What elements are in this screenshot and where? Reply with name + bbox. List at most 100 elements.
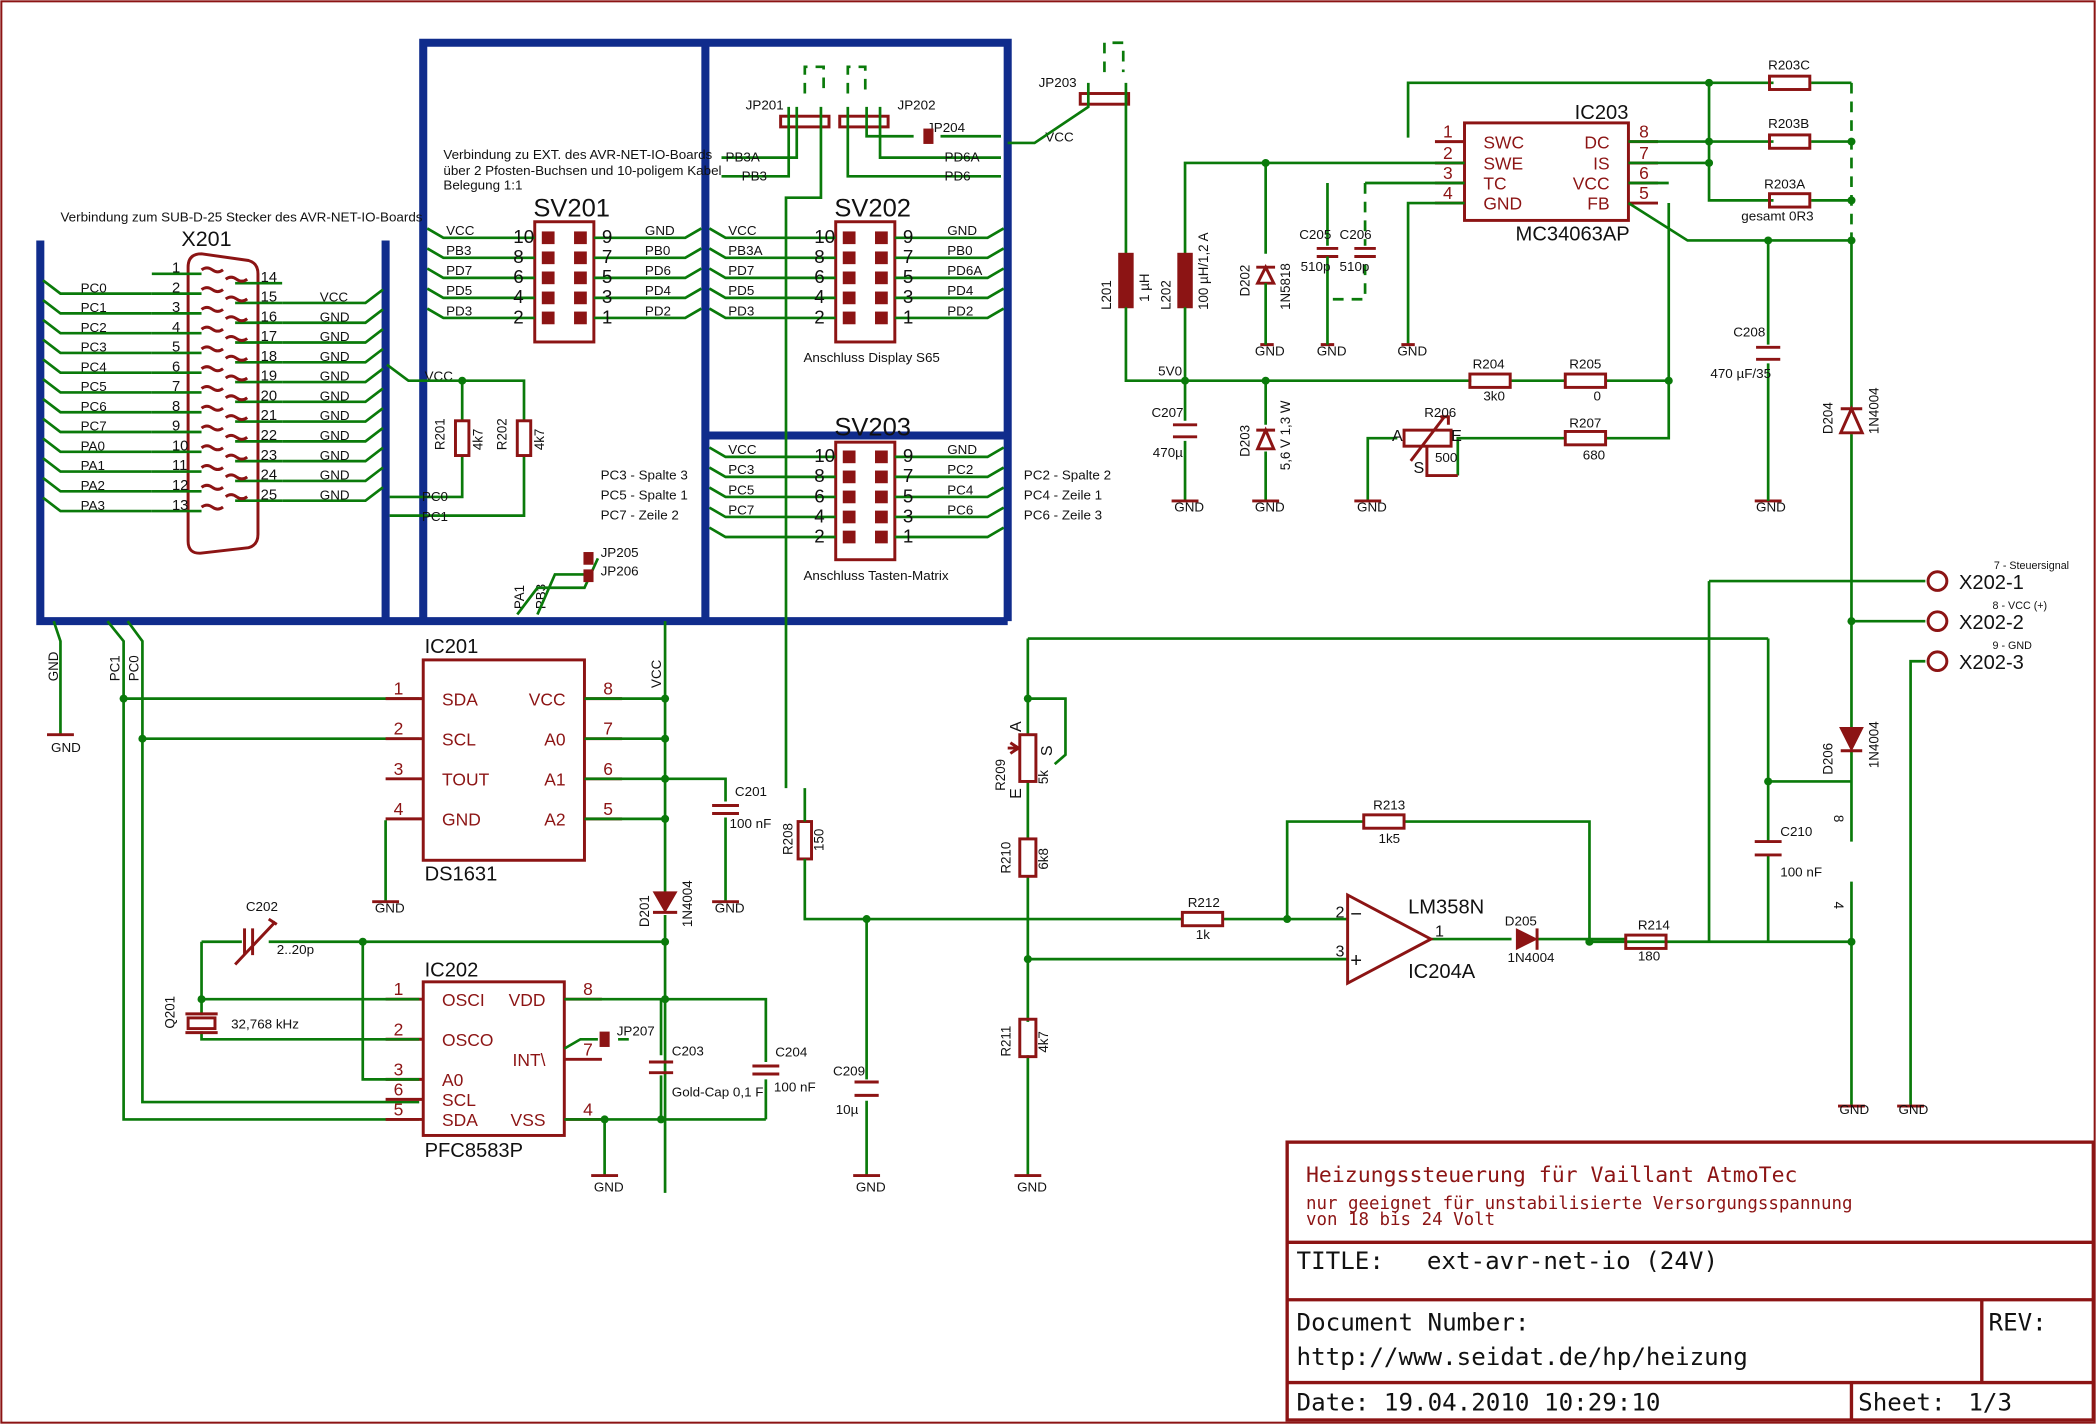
x201-left-net: PC3 <box>81 340 107 355</box>
d201-label: D201 <box>637 895 652 927</box>
sv203-right-pin: 5 <box>903 485 913 506</box>
ic203-ref: IC203 <box>1575 102 1629 124</box>
l202-value: 100 µH/1,2 A <box>1196 232 1211 309</box>
output-stage: C208 470 µF/35 D204 1N4004 D206 1N4004 8… <box>1027 236 2069 1117</box>
jp205-label: JP205 <box>601 545 639 560</box>
x201-connector: X201 Verbindung zum SUB-D-25 Stecker des… <box>60 210 423 555</box>
x201-left-pin: 9 <box>172 419 180 435</box>
sv201-right-pin: 7 <box>602 246 612 267</box>
sv201-left-net: PD5 <box>446 283 472 298</box>
sv201-caption3: Belegung 1:1 <box>443 178 522 193</box>
sv201-left-net: PD7 <box>446 263 472 278</box>
r205-value: 0 <box>1593 389 1600 404</box>
r209-value: 5k <box>1036 770 1051 784</box>
r207-value: 680 <box>1583 448 1605 463</box>
gnd-d203: GND <box>1255 500 1285 515</box>
c202-value: 2..20p <box>277 942 314 957</box>
ic203-pin-num: 5 <box>1639 183 1649 203</box>
x201-left-net: PC2 <box>81 320 107 335</box>
sv202-left-net: VCC <box>728 223 757 238</box>
r201-value: 4k7 <box>470 429 485 451</box>
d202-label: D202 <box>1238 265 1253 297</box>
sv201-left-pin: 8 <box>513 246 523 267</box>
r201-label: R201 <box>433 418 448 450</box>
x201-left-net: PC5 <box>81 379 107 394</box>
pullup-pc0: PC0 <box>422 489 448 504</box>
sv201-right-net: PB0 <box>645 243 670 258</box>
x201-left-net: PA3 <box>81 498 105 513</box>
ic203-pin-name: DC <box>1584 132 1609 152</box>
sv203-right-net: PC4 <box>947 482 974 497</box>
ic202-part: PFC8583P <box>425 1140 524 1162</box>
sv201-right-net: GND <box>645 223 675 238</box>
r210-label: R210 <box>998 842 1013 874</box>
c203-value: Gold-Cap 0,1 F <box>672 1085 764 1100</box>
sv201-caption: Verbindung zu EXT. des AVR-NET-IO-Boards <box>443 147 712 162</box>
c208-label: C208 <box>1733 325 1765 340</box>
sv201-right-pin: 3 <box>602 286 612 307</box>
ic202-pin-num: 6 <box>394 1079 404 1099</box>
sv203-left-net: PC5 <box>728 482 754 497</box>
jp206-label: JP206 <box>601 564 639 579</box>
sv203-caption: Anschluss Tasten-Matrix <box>803 568 948 583</box>
svg-text:+: + <box>1350 950 1362 972</box>
sv201-right-net: PD4 <box>645 283 672 298</box>
comparator-stage: R209 5k A E S R210 6k8 R211 4k7 GND R212… <box>993 638 1671 1195</box>
sv201-caption2: über 2 Pfosten-Buchsen und 10-poligem Ka… <box>443 163 721 178</box>
ic201-ref: IC201 <box>425 636 479 658</box>
title-heading: Heizungssteuerung für Vaillant AtmoTec <box>1306 1163 1798 1188</box>
ic202-pin-name: A0 <box>442 1070 463 1090</box>
c209-value: 10µ <box>836 1102 859 1117</box>
ic201-vcc-net: VCC <box>649 659 664 687</box>
sv202-top-net-3: PD6 <box>945 168 971 183</box>
x201-right-net: GND <box>320 309 350 324</box>
c204-label: C204 <box>775 1045 808 1060</box>
sv203-left-note-2: PC7 - Zeile 2 <box>601 508 679 523</box>
r203c-label: R203C <box>1768 57 1810 72</box>
sv203-right-net: PC2 <box>947 462 973 477</box>
sv202-right-pin: 1 <box>903 306 913 327</box>
gnd-r211: GND <box>1017 1180 1047 1195</box>
x201-right-net: GND <box>320 329 350 344</box>
r203-note: gesamt 0R3 <box>1741 208 1813 223</box>
jp203-label: JP203 <box>1039 75 1077 90</box>
sv203-right-net: GND <box>947 442 977 457</box>
sv202-right-pin: 7 <box>903 246 913 267</box>
sv201-ref: SV201 <box>533 194 610 222</box>
gnd-x202: GND <box>1898 1102 1928 1117</box>
x201-left-pin: 4 <box>172 320 180 336</box>
r202-value: 4k7 <box>532 429 547 451</box>
x201-right-net: GND <box>320 468 350 483</box>
title-note-1: nur geeignet für unstabilisierte Versorg… <box>1306 1194 1853 1214</box>
r202-label: R202 <box>494 418 509 450</box>
sv201-left-net: PD3 <box>446 303 472 318</box>
sv203-left-pin: 2 <box>814 525 824 546</box>
ic201-pin-name: A0 <box>544 729 565 749</box>
d206-label: D206 <box>1821 743 1836 775</box>
d205-value: 1N4004 <box>1508 950 1556 965</box>
r213-value: 1k5 <box>1379 831 1401 846</box>
d203-label: D203 <box>1238 425 1253 457</box>
title-value: ext-avr-net-io (24V) <box>1427 1247 1718 1275</box>
sv203-left-net: VCC <box>728 442 757 457</box>
x201-right-net: GND <box>320 389 350 404</box>
docnum-value: http://www.seidat.de/hp/heizung <box>1297 1343 1748 1371</box>
gnd-c209: GND <box>856 1180 886 1195</box>
ic202: IC202 PFC8583P 1OSCI2OSCO3A06SCL5SDA8VDD… <box>163 899 816 1194</box>
ic202-pin-num: 2 <box>394 1019 404 1039</box>
ic203-pin-name: FB <box>1587 194 1609 214</box>
sv201-left-pin: 10 <box>513 226 534 247</box>
sv202-top-net-1: PB3 <box>742 168 767 183</box>
sv203-left-net: PC7 <box>728 502 754 517</box>
sv202-right-pin: 5 <box>903 266 913 287</box>
gnd-c205: GND <box>1317 343 1347 358</box>
q201-label: Q201 <box>163 996 178 1029</box>
date-value: 19.04.2010 10:29:10 <box>1384 1389 1661 1417</box>
r209-pin-s: S <box>1038 745 1056 756</box>
q201-value: 32,768 kHz <box>231 1017 299 1032</box>
ic202-pin-name: OSCI <box>442 990 485 1010</box>
x201-right-pin: 17 <box>261 329 277 345</box>
r214-label: R214 <box>1638 918 1671 933</box>
gnd-r206: GND <box>1357 500 1387 515</box>
